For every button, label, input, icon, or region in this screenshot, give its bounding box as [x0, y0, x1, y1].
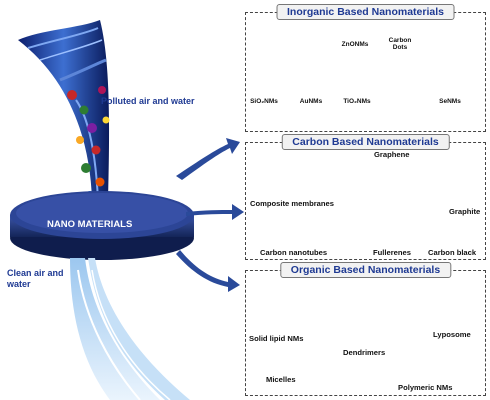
carbon-panel: Carbon Based Nanomaterials [245, 134, 486, 260]
label-au: AuNMs [299, 98, 323, 105]
polluted-label: Polluted air and water [101, 96, 195, 106]
label-se: SeNMs [439, 98, 461, 105]
label-tio2: TiO₂NMs [343, 98, 371, 105]
label-graphite: Graphite [449, 207, 481, 216]
label-graphene: Graphene [374, 150, 410, 159]
label-zno: ZnONMs [341, 41, 369, 48]
label-fe: FeNMs [392, 97, 414, 104]
label-dendrimers: Dendrimers [343, 348, 386, 357]
inorganic-panel: Inorganic Based Nanomaterials [245, 4, 486, 132]
polluted-stream [18, 20, 110, 201]
label-carbon-black: Carbon black [428, 248, 477, 257]
label-ceramic: Ceramic NMs [300, 37, 326, 51]
carbon-title: Carbon Based Nanomaterials [281, 134, 450, 150]
arrow-to-inorganic [176, 138, 240, 180]
label-solid-lipid: Solid lipid NMs [249, 334, 304, 343]
label-polymeric: Polymeric NMs [398, 383, 453, 392]
label-ag: AgNMs [435, 40, 459, 47]
nano-materials-disk [10, 191, 194, 260]
label-sio2: SiO₂NMs [250, 98, 278, 105]
label-nanotubes: Carbon nanotubes [260, 248, 328, 257]
arrow-to-carbon [186, 204, 244, 220]
arrow-to-organic [176, 250, 240, 292]
label-pd: PdNMs [258, 41, 282, 48]
label-carbon-dots: Carbon Dots [388, 37, 412, 51]
clean-stream [70, 258, 190, 400]
label-composite: Composite membranes [250, 199, 334, 208]
label-fullerenes: Fullerenes [373, 248, 411, 257]
arrows [176, 138, 244, 292]
disk-label: NANO MATERIALS [47, 219, 133, 230]
label-liposome: Lyposome [433, 330, 471, 339]
label-micelles: Micelles [266, 375, 296, 384]
clean-label: Clean air and water [7, 268, 64, 289]
organic-panel: Organic Based Nanomaterials [245, 262, 486, 396]
inorganic-title: Inorganic Based Nanomaterials [276, 4, 455, 20]
organic-title: Organic Based Nanomaterials [279, 262, 452, 278]
